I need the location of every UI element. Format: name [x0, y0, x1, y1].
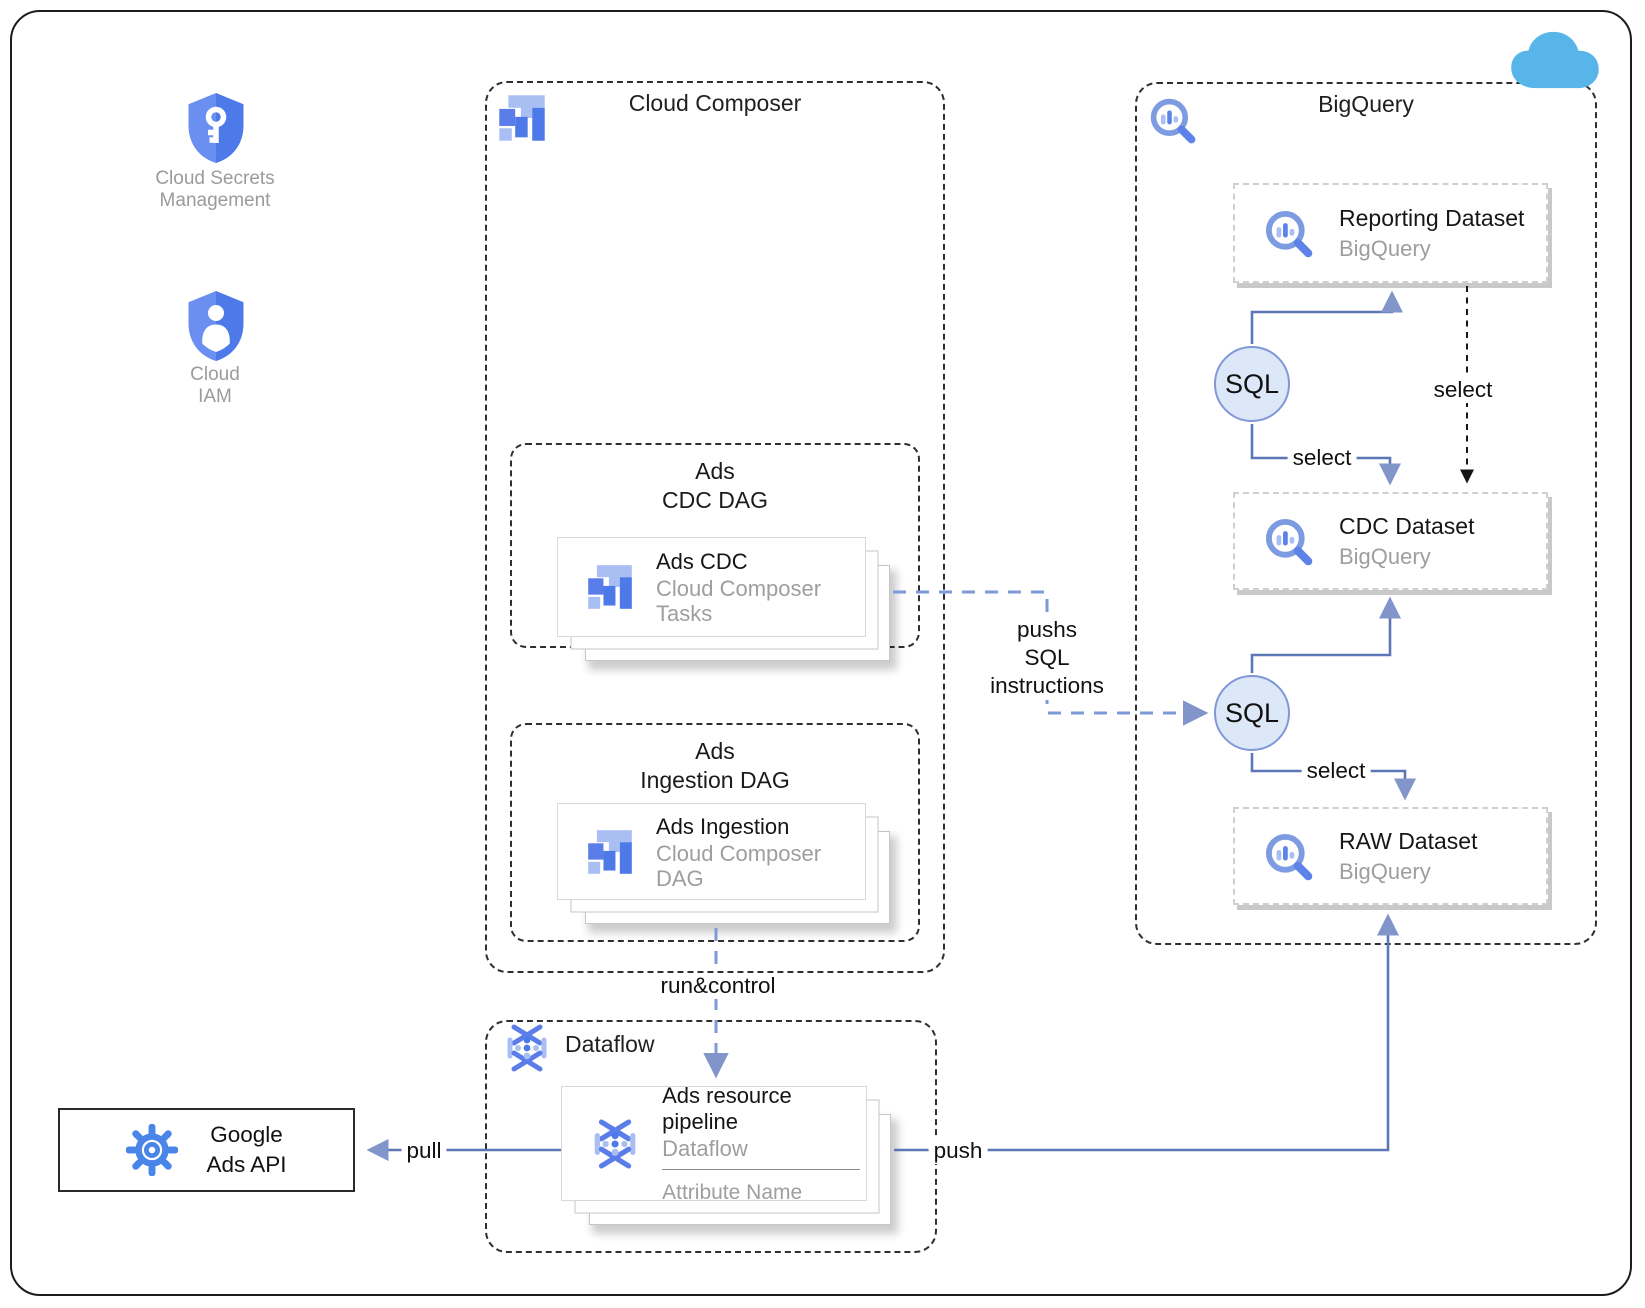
cloud-iam-shield-person-icon	[188, 291, 244, 361]
diagram-frame	[10, 10, 1632, 1296]
google-ads-api-label-line2: Ads API	[206, 1152, 287, 1177]
ads-cdc-card-subtitle2: Tasks	[656, 601, 713, 626]
edge-label-pushs: pushs	[1016, 617, 1078, 642]
ads-cdc-dag-title-line2: CDC DAG	[661, 487, 769, 513]
edge-label-run-control: run&control	[655, 973, 781, 999]
cloud-composer-icon	[588, 829, 632, 874]
cloud-composer-title: Cloud Composer	[628, 90, 802, 116]
raw-dataset-subtitle: BigQuery	[1339, 858, 1431, 884]
edge-label-instructions: instructions	[990, 673, 1104, 698]
raw-dataset-card: RAW Dataset BigQuery	[1233, 807, 1548, 905]
ads-ingestion-card-title: Ads Ingestion	[656, 813, 790, 839]
cloud-secrets-label-line1: Cloud Secrets	[155, 168, 275, 189]
ads-ingestion-dag-title-line1: Ads	[695, 738, 735, 764]
sql-node-bottom: SQL	[1214, 675, 1290, 751]
edge-label-sql: SQL	[1024, 645, 1070, 670]
ads-resource-pipeline-card: Ads resource pipeline Dataflow Attribute…	[561, 1082, 867, 1204]
google-ads-api-label: Google Ads API	[206, 1120, 286, 1180]
cloud-iam-label-line2: IAM	[198, 386, 232, 407]
cloud-secrets-shield-key-icon	[188, 93, 244, 163]
reporting-dataset-subtitle: BigQuery	[1339, 235, 1431, 261]
cloud-secrets-label-line2: Management	[159, 190, 271, 211]
google-ads-api-label-line1: Google	[210, 1122, 283, 1147]
cloud-iam-label: Cloud IAM	[125, 364, 305, 408]
cloud-icon	[1511, 31, 1599, 89]
cloud-composer-icon	[499, 95, 545, 141]
edge-label-select-dashed: select	[1428, 377, 1498, 403]
ads-ingestion-dag-card: Ads Ingestion Cloud Composer DAG	[557, 803, 866, 900]
pipeline-card-divider	[662, 1168, 861, 1170]
edge-label-push: push	[928, 1138, 988, 1164]
ads-cdc-card-title: Ads CDC	[656, 549, 748, 574]
sql-node-top: SQL	[1214, 346, 1290, 422]
edge-label-pull: pull	[401, 1138, 447, 1164]
dataflow-icon	[507, 1024, 547, 1072]
reporting-dataset-card: Reporting Dataset BigQuery	[1233, 183, 1548, 283]
bigquery-icon	[1265, 210, 1313, 258]
edge-label-pushs-sql-instructions: pushs SQL instructions	[985, 616, 1109, 700]
ads-cdc-card-subtitle: Cloud Composer	[656, 576, 822, 601]
cloud-iam-label-line1: Cloud	[190, 364, 240, 385]
bigquery-icon	[1265, 518, 1313, 566]
pipeline-card-attribute: Attribute Name	[662, 1180, 803, 1204]
ads-ingestion-card-subtitle2: DAG	[656, 865, 704, 891]
ads-cdc-dag-title-line1: Ads	[695, 458, 735, 484]
ads-ingestion-card-subtitle: Cloud Composer	[656, 840, 822, 866]
raw-dataset-title: RAW Dataset	[1339, 827, 1478, 854]
ads-ingestion-dag-title-line2: Ingestion DAG	[640, 767, 790, 793]
ads-cdc-task-card: Ads CDC Cloud Composer Tasks	[557, 537, 866, 637]
bigquery-icon	[1150, 98, 1196, 144]
ads-ingestion-dag-box: Ads Ingestion DAG	[510, 723, 920, 942]
ads-ingestion-dag-title: Ads Ingestion DAG	[512, 737, 918, 795]
dataflow-icon	[594, 1118, 636, 1169]
gear-icon	[126, 1124, 179, 1176]
reporting-dataset-title: Reporting Dataset	[1339, 204, 1525, 231]
ads-cdc-dag-title: Ads CDC DAG	[512, 457, 918, 515]
pipeline-card-title: Ads resource pipeline	[662, 1082, 792, 1134]
cdc-dataset-card: CDC Dataset BigQuery	[1233, 492, 1548, 590]
bigquery-title: BigQuery	[1318, 91, 1414, 117]
dataflow-title: Dataflow	[565, 1031, 655, 1057]
ads-cdc-dag-box: Ads CDC DAG	[510, 443, 920, 648]
cloud-composer-icon	[588, 565, 632, 609]
cloud-secrets-label: Cloud Secrets Management	[125, 168, 305, 212]
cdc-dataset-subtitle: BigQuery	[1339, 543, 1431, 569]
bigquery-icon	[1265, 833, 1313, 881]
google-ads-api-box: Google Ads API	[58, 1108, 355, 1192]
pipeline-card-subtitle: Dataflow	[662, 1135, 748, 1161]
edge-label-select-bottom: select	[1301, 758, 1371, 784]
edge-label-select-top: select	[1287, 445, 1357, 471]
cdc-dataset-title: CDC Dataset	[1339, 512, 1475, 539]
